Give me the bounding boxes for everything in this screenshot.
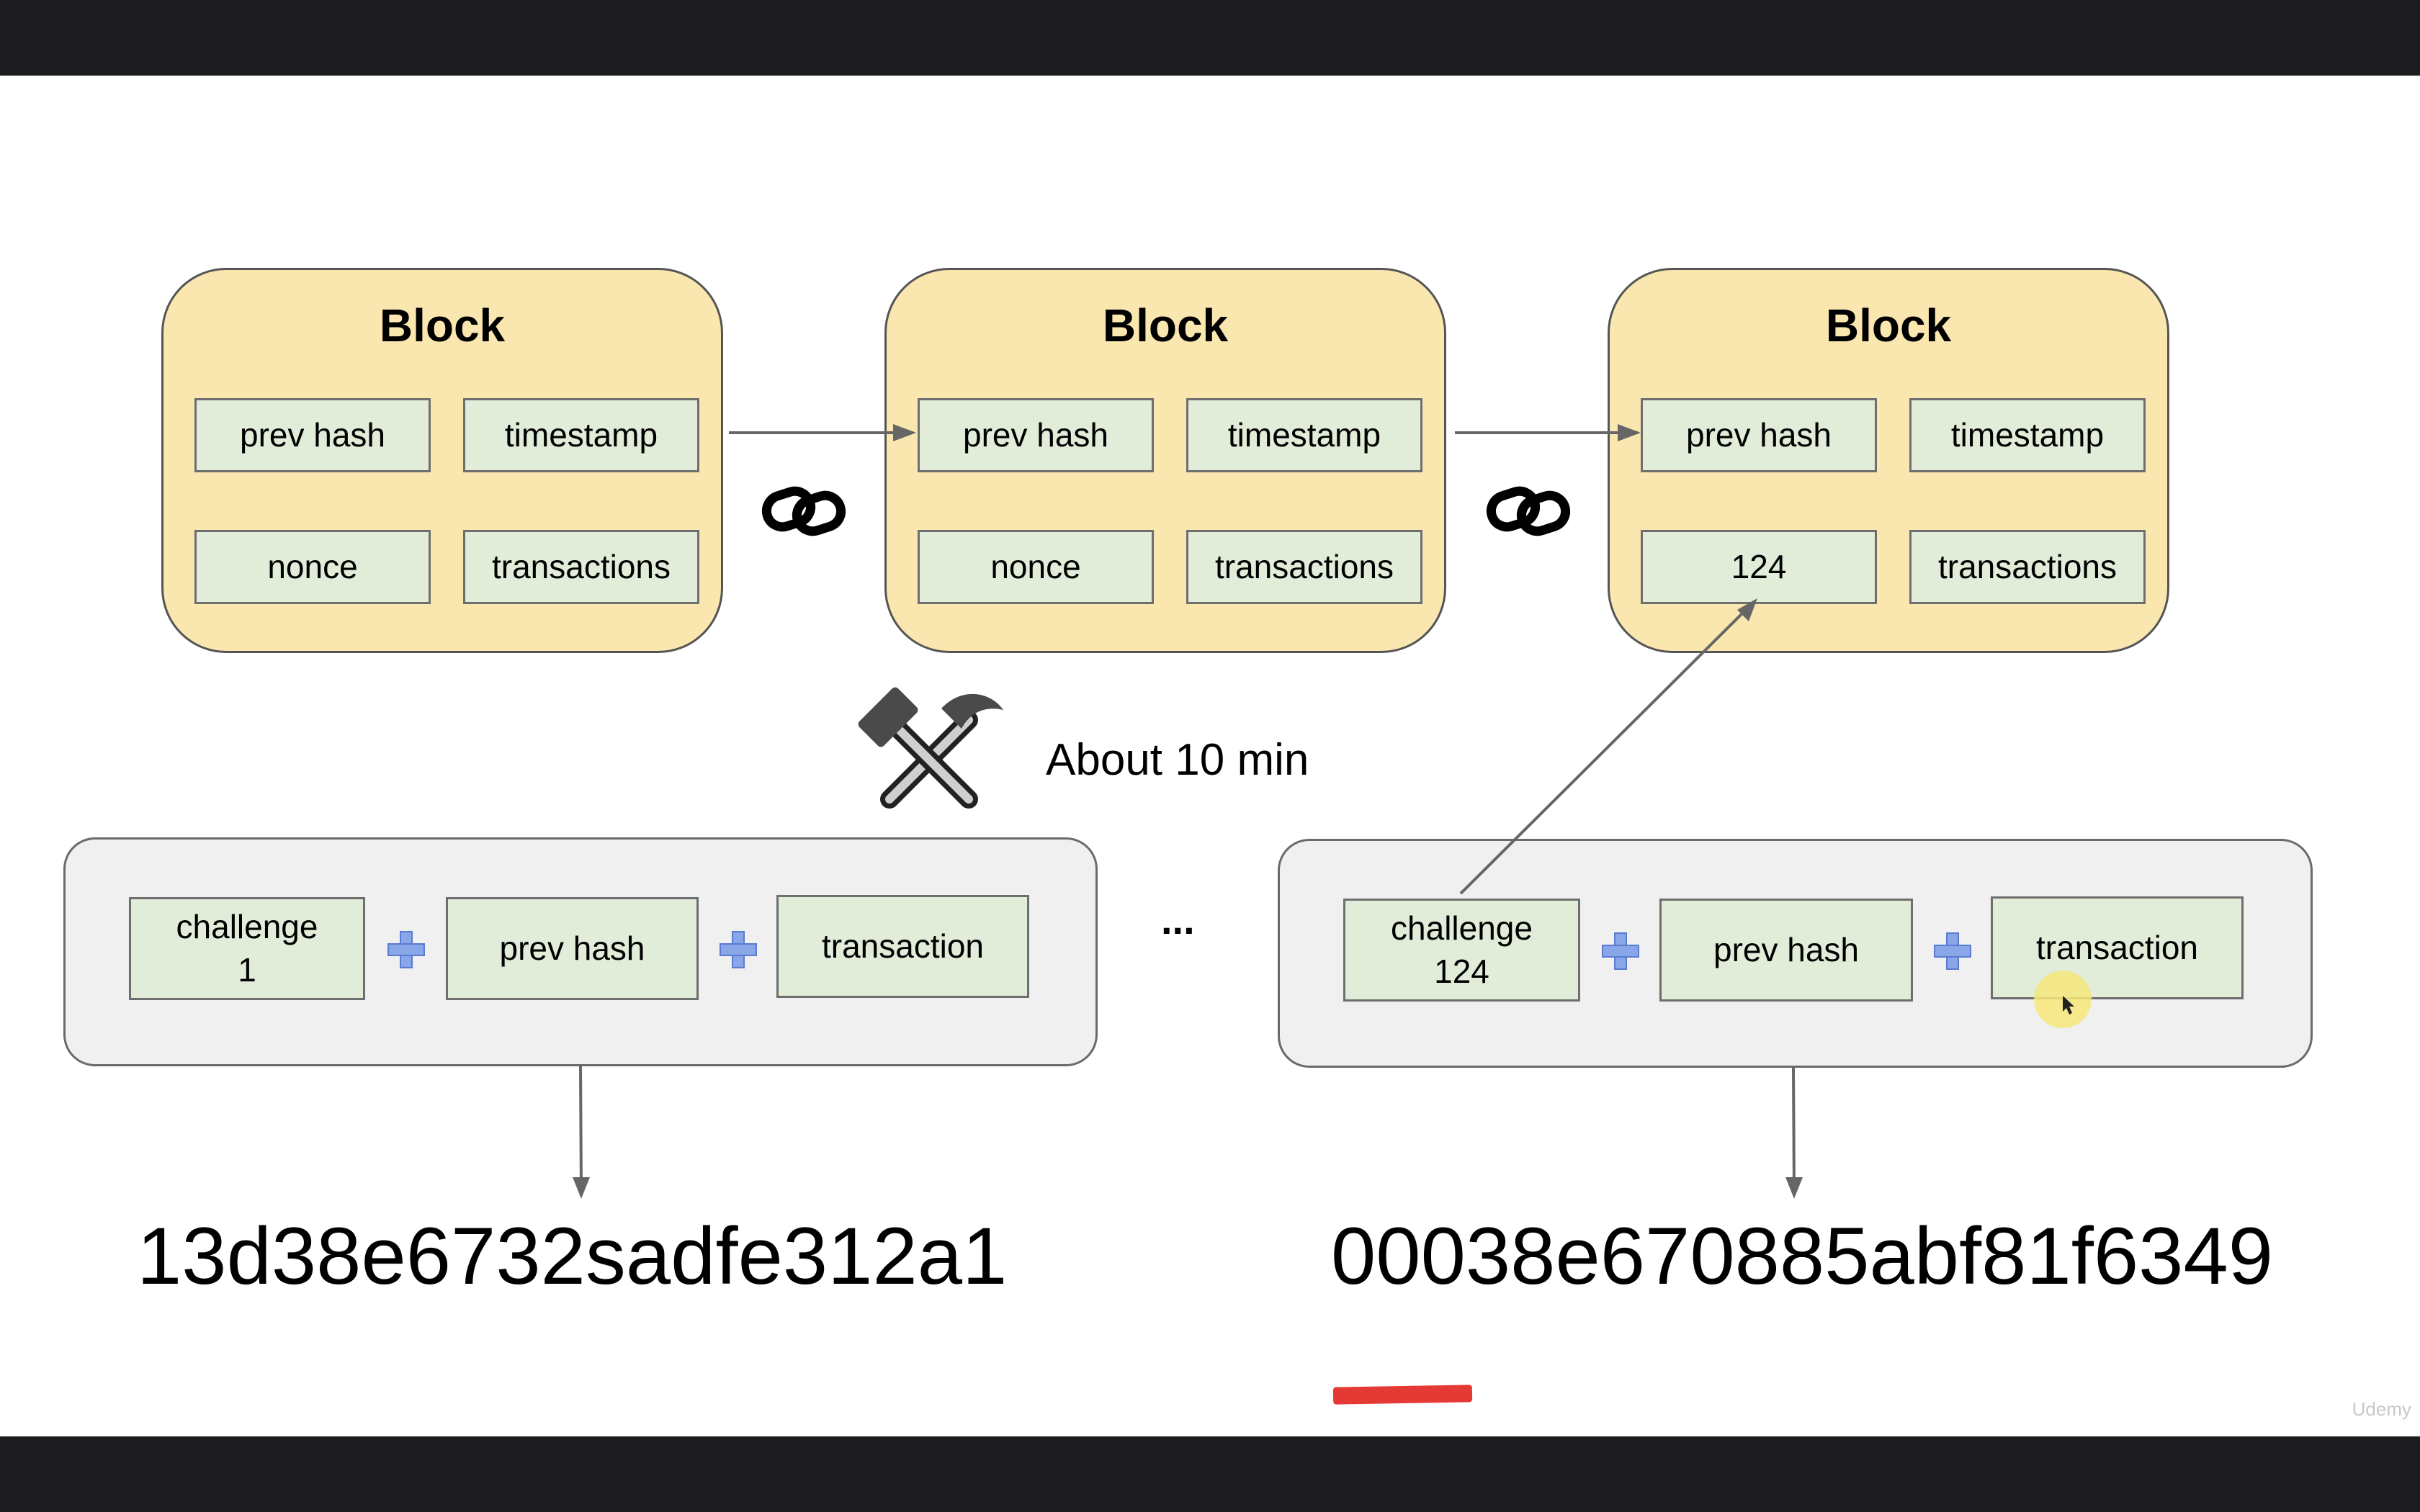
plus-icon xyxy=(387,931,425,968)
slide-canvas: Block prev hash timestamp nonce transact… xyxy=(0,76,2420,1436)
field-prev-hash: prev hash xyxy=(1641,398,1877,472)
block-title: Block xyxy=(379,300,506,351)
transaction-field: transaction xyxy=(1991,896,2244,999)
arrow-panel2-to-hash xyxy=(1792,1066,1796,1192)
field-transactions: transactions xyxy=(1186,530,1422,604)
mining-duration-label: About 10 min xyxy=(1046,735,1309,785)
challenge-field: challenge 1 xyxy=(129,897,365,1000)
leading-zeros-underline xyxy=(1332,1385,1473,1405)
field-transactions: transactions xyxy=(1909,530,2146,604)
block-1: Block prev hash timestamp nonce transact… xyxy=(161,268,723,653)
block-title: Block xyxy=(1825,300,1952,351)
field-timestamp: timestamp xyxy=(463,398,699,472)
plus-icon xyxy=(1602,932,1639,970)
attempt-panel-2: challenge 124 prev hash transaction xyxy=(1278,839,2313,1068)
udemy-watermark: Udemy xyxy=(2352,1398,2411,1420)
chain-link-icon xyxy=(761,486,846,536)
attempt-panel-1: challenge 1 prev hash transaction xyxy=(63,837,1098,1066)
field-timestamp: timestamp xyxy=(1909,398,2146,472)
field-transactions: transactions xyxy=(463,530,699,604)
ellipsis: ... xyxy=(1161,897,1195,942)
top-letterbox-bar xyxy=(0,0,2420,76)
field-prev-hash: prev hash xyxy=(194,398,431,472)
chain-link-icon xyxy=(1486,486,1571,536)
block-2: Block prev hash timestamp nonce transact… xyxy=(884,268,1446,653)
hash-output-2: 00038e670885abf81f6349 xyxy=(1331,1211,2274,1301)
bottom-letterbox-bar xyxy=(0,1436,2420,1512)
field-nonce-value: 124 xyxy=(1641,530,1877,604)
block-title: Block xyxy=(1102,300,1229,351)
challenge-field: challenge 124 xyxy=(1343,899,1580,1002)
field-nonce: nonce xyxy=(918,530,1154,604)
arrowhead-icon xyxy=(1785,1177,1803,1199)
field-timestamp: timestamp xyxy=(1186,398,1422,472)
hammer-and-pick-icon xyxy=(858,687,1003,809)
transaction-field: transaction xyxy=(776,895,1029,998)
prev-hash-field: prev hash xyxy=(1659,899,1913,1002)
arrowhead-icon xyxy=(573,1177,590,1199)
field-prev-hash: prev hash xyxy=(918,398,1154,472)
plus-icon xyxy=(720,931,757,968)
plus-icon xyxy=(1934,932,1971,970)
prev-hash-field: prev hash xyxy=(446,897,699,1000)
hash-output-1: 13d38e6732sadfe312a1 xyxy=(137,1211,1008,1301)
field-nonce: nonce xyxy=(194,530,431,604)
block-3: Block prev hash timestamp 124 transactio… xyxy=(1608,268,2169,653)
